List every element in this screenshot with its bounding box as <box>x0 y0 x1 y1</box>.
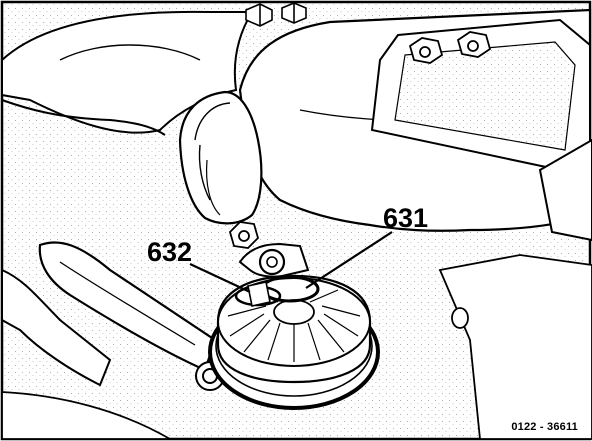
top-bolt-2 <box>281 2 307 24</box>
clamp-ring-3 <box>205 159 221 216</box>
lower-right-panel <box>438 254 592 440</box>
left-strut <box>38 241 217 372</box>
clamp-bolt <box>228 221 260 249</box>
manifold-inner-contour <box>59 44 201 61</box>
figure-number: 0122 - 36611 <box>511 421 578 433</box>
flange-nut-2 <box>456 31 492 58</box>
strut-base <box>1 268 112 387</box>
panel-slot <box>451 307 469 329</box>
ball-joint-center <box>266 256 278 268</box>
manifold-lip <box>1 99 166 136</box>
mount-hub <box>273 299 315 325</box>
duct-clamp <box>178 90 263 225</box>
spacer <box>247 281 271 307</box>
leader-631 <box>305 231 393 289</box>
manifold-casting <box>1 10 254 134</box>
flange-nut-1 <box>408 37 444 64</box>
top-bolt-1 <box>245 3 273 27</box>
clamp-ring-2 <box>198 144 211 201</box>
callout-632: 632 <box>147 237 193 267</box>
lower-left-plate <box>1 391 174 440</box>
right-bracket <box>538 138 592 242</box>
strut-edge <box>59 261 196 346</box>
leader-632 <box>189 263 251 293</box>
flange-recess <box>394 41 576 151</box>
clamp-ring-1 <box>194 102 231 141</box>
callout-631: 631 <box>383 203 429 233</box>
